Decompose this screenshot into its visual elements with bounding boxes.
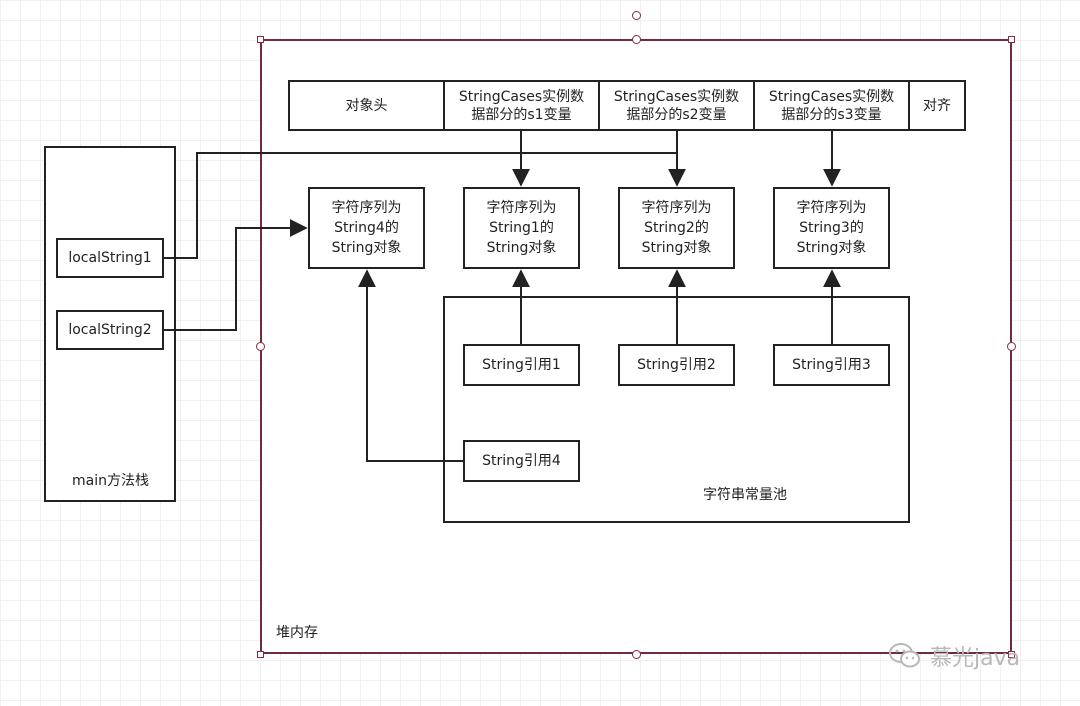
padding-cell[interactable]: 对齐: [923, 97, 951, 114]
arrow-ref4: [358, 269, 463, 462]
resize-handle-top-right[interactable]: [1008, 36, 1015, 43]
resize-handle-top-left[interactable]: [257, 36, 264, 43]
string2-object[interactable]: 字符序列为 String2的 String对象: [618, 187, 735, 269]
object-header-cell[interactable]: 对象头: [290, 82, 445, 129]
string3-object[interactable]: 字符序列为 String3的 String对象: [773, 187, 890, 269]
pool-ref-4[interactable]: String引用4: [463, 440, 580, 482]
watermark-text: 慕光java: [930, 646, 1021, 671]
heap-label: 堆内存: [276, 625, 318, 641]
stack-var-localstring1[interactable]: localString1: [56, 238, 164, 278]
string4-object[interactable]: 字符序列为 String4的 String对象: [308, 187, 425, 269]
stack-label: main方法栈: [72, 473, 149, 489]
pool-ref-2[interactable]: String引用2: [618, 344, 735, 386]
s2-field-cell[interactable]: StringCases实例数 据部分的s2变量: [600, 82, 755, 129]
resize-handle-bottom-left[interactable]: [257, 651, 264, 658]
resize-handle-bottom-right[interactable]: [1008, 651, 1015, 658]
resize-handle-bottom[interactable]: [632, 650, 641, 659]
wechat-icon: [889, 643, 920, 668]
pool-label: 字符串常量池: [703, 487, 787, 503]
pool-ref-1[interactable]: String引用1: [463, 344, 580, 386]
watermark: 慕光java: [888, 640, 1020, 672]
s1-field-cell[interactable]: StringCases实例数 据部分的s1变量: [445, 82, 600, 129]
resize-handle-left[interactable]: [256, 342, 265, 351]
stack-var-localstring2[interactable]: localString2: [56, 310, 164, 350]
resize-handle-right[interactable]: [1007, 342, 1016, 351]
rotate-handle[interactable]: [632, 11, 641, 20]
resize-handle-top[interactable]: [632, 35, 641, 44]
s3-field-cell[interactable]: StringCases实例数 据部分的s3变量: [755, 82, 910, 129]
arrow-localstring1: [164, 152, 686, 259]
arrow-localstring2: [164, 219, 308, 331]
pool-ref-3[interactable]: String引用3: [773, 344, 890, 386]
instance-data-row: 对象头 StringCases实例数 据部分的s1变量 StringCases实…: [288, 80, 966, 131]
string1-object[interactable]: 字符序列为 String1的 String对象: [463, 187, 580, 269]
